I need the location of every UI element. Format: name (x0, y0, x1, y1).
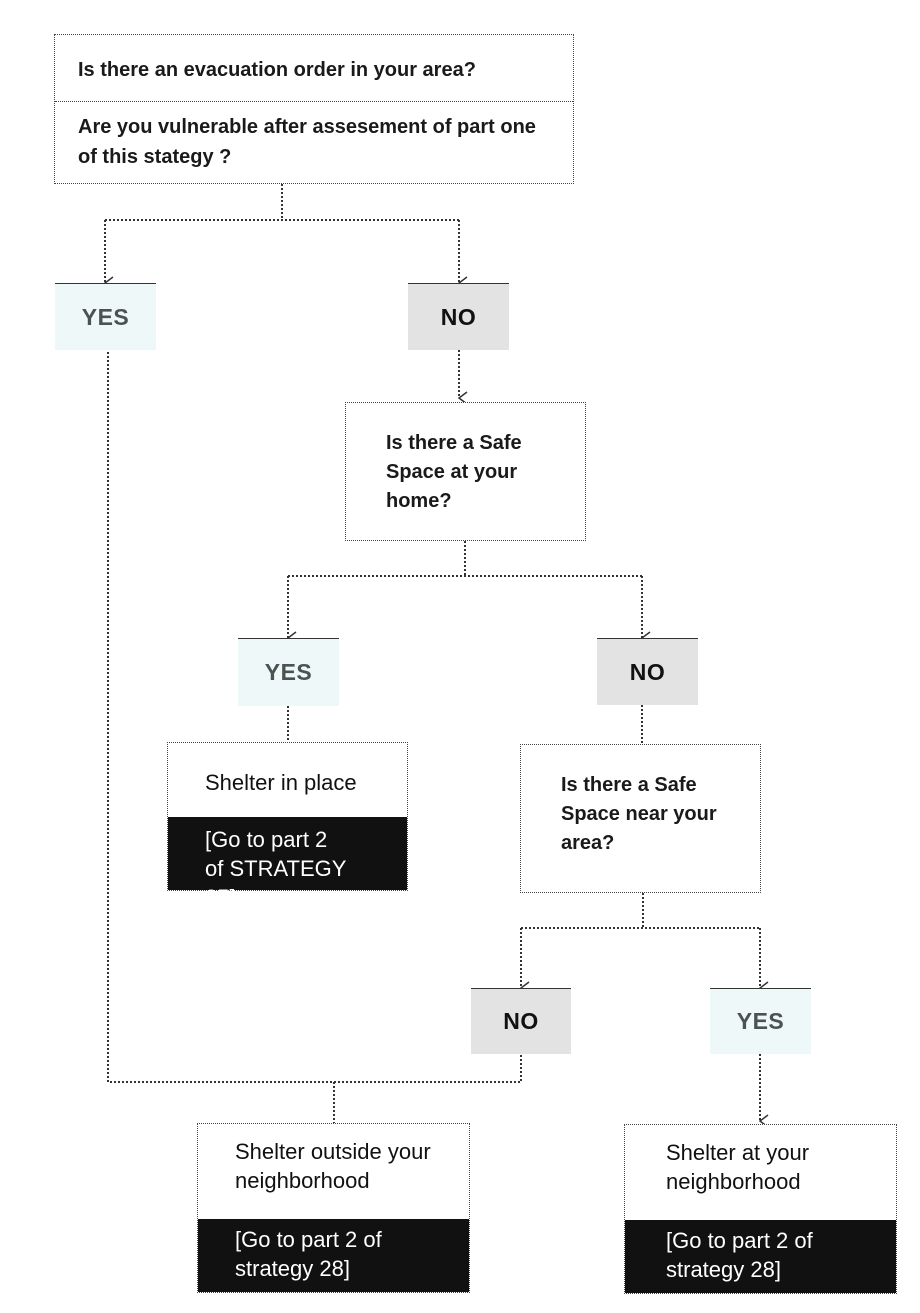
shelter-at-neighborhood-title: Shelter at your neighborhood (666, 1140, 810, 1194)
top-yes-answer: YES (55, 283, 156, 350)
shelter-outside-title: Shelter outside your neighborhood (235, 1139, 431, 1193)
near-yes-answer: YES (710, 988, 811, 1054)
shelter-at-neighborhood-link: [Go to part 2 of strategy 28] (625, 1220, 896, 1293)
shelter-outside-link: [Go to part 2 of strategy 28] (198, 1219, 469, 1292)
shelter-in-place-link: [Go to part 2 of STRATEGY 25] (168, 817, 407, 910)
shelter-in-place-title: Shelter in place (205, 770, 357, 795)
safe-space-home-question-box: Is there a Safe Space at your home? (345, 402, 586, 541)
evacuation-order-question: Is there an evacuation order in your are… (78, 59, 476, 81)
safe-space-home-question: Is there a Safe Space at your home? (386, 432, 522, 512)
shelter-outside-result: Shelter outside your neighborhood [Go to… (197, 1123, 470, 1293)
near-no-answer: NO (471, 988, 571, 1054)
connector-top-yes-down (107, 352, 522, 1083)
shelter-at-neighborhood-result: Shelter at your neighborhood [Go to part… (624, 1124, 897, 1294)
evacuation-question-box: Is there an evacuation order in your are… (54, 34, 574, 184)
safe-space-near-question-box: Is there a Safe Space near your area? (520, 744, 761, 893)
home-yes-answer: YES (238, 638, 339, 706)
top-no-answer: NO (408, 283, 509, 350)
box-divider (55, 101, 573, 102)
vulnerability-question: Are you vulnerable after assesement of p… (78, 116, 536, 168)
safe-space-near-question: Is there a Safe Space near your area? (561, 774, 717, 854)
shelter-in-place-result: Shelter in place [Go to part 2 of STRATE… (167, 742, 408, 910)
home-no-answer: NO (597, 638, 698, 705)
